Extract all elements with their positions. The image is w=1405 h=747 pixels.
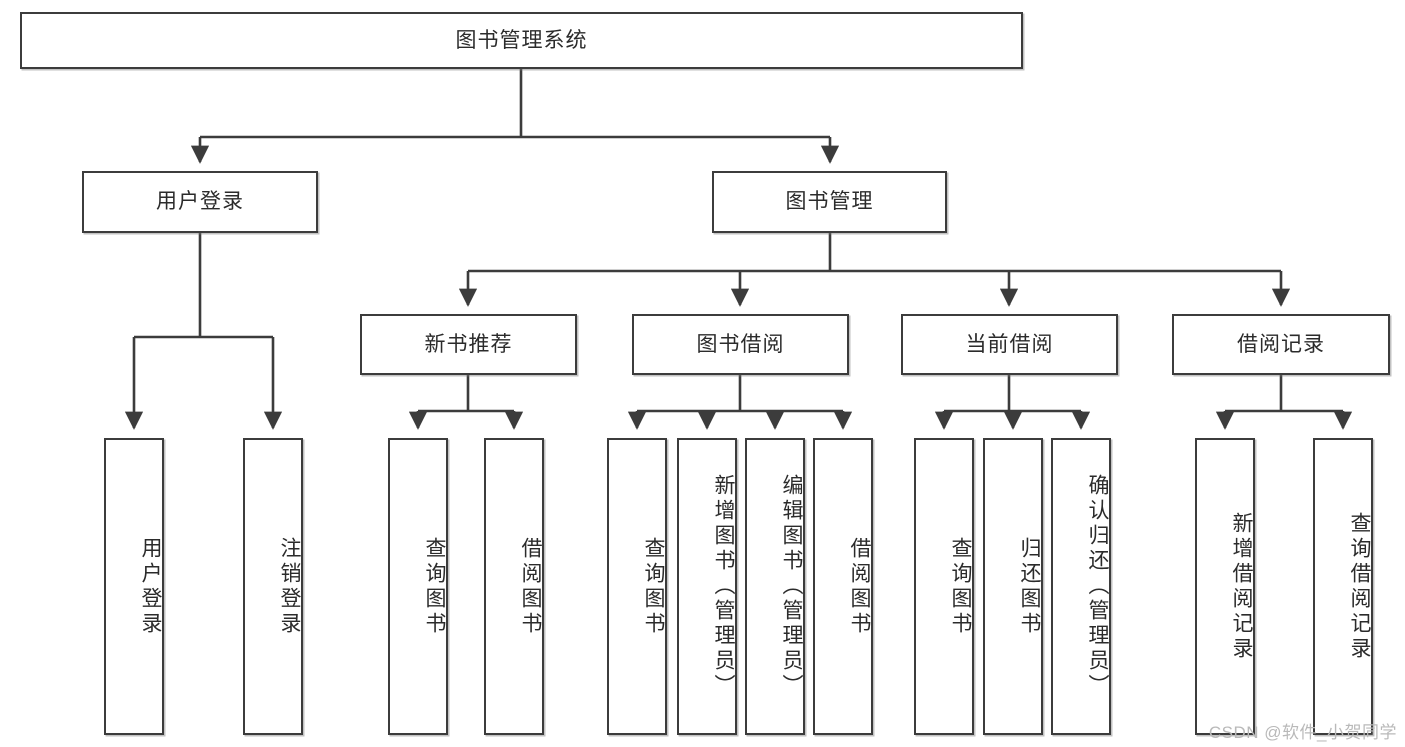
node-leaf-4[interactable]: 借阅图书 bbox=[484, 438, 544, 735]
node-leaf-10[interactable]: 归还图书 bbox=[983, 438, 1043, 735]
node-leaf-12[interactable]: 新增借阅记录 bbox=[1195, 438, 1255, 735]
node-leaf-9-label: 查询图书 bbox=[949, 536, 972, 637]
node-leaf-12-label: 新增借阅记录 bbox=[1230, 511, 1253, 662]
node-leaf-10-label: 归还图书 bbox=[1018, 536, 1041, 637]
node-leaf-5[interactable]: 查询图书 bbox=[607, 438, 667, 735]
node-level3-3-label: 当前借阅 bbox=[965, 332, 1054, 356]
node-level3-1[interactable]: 新书推荐 bbox=[360, 314, 577, 375]
node-leaf-1-label: 用户登录 bbox=[139, 536, 162, 637]
node-leaf-2-label: 注销登录 bbox=[278, 536, 301, 637]
node-level3-3[interactable]: 当前借阅 bbox=[901, 314, 1118, 375]
node-leaf-3-label: 查询图书 bbox=[423, 536, 446, 637]
node-leaf-9[interactable]: 查询图书 bbox=[914, 438, 974, 735]
node-leaf-5-label: 查询图书 bbox=[642, 536, 665, 637]
node-leaf-1[interactable]: 用户登录 bbox=[104, 438, 164, 735]
node-level3-1-label: 新书推荐 bbox=[424, 332, 513, 356]
node-leaf-3[interactable]: 查询图书 bbox=[388, 438, 448, 735]
node-leaf-7-label: 编辑图书（管理员） bbox=[780, 474, 803, 699]
node-leaf-8[interactable]: 借阅图书 bbox=[813, 438, 873, 735]
node-level3-2-label: 图书借阅 bbox=[696, 332, 785, 356]
node-level2-1[interactable]: 用户登录 bbox=[82, 171, 318, 233]
node-leaf-6[interactable]: 新增图书（管理员） bbox=[677, 438, 737, 735]
node-leaf-2[interactable]: 注销登录 bbox=[243, 438, 303, 735]
watermark: CSDN @软件_小贺同学 bbox=[1208, 723, 1397, 742]
node-level2-2-label: 图书管理 bbox=[785, 190, 874, 214]
node-level2-2[interactable]: 图书管理 bbox=[712, 171, 947, 233]
node-level2-1-label: 用户登录 bbox=[156, 190, 244, 214]
node-leaf-7[interactable]: 编辑图书（管理员） bbox=[745, 438, 805, 735]
node-leaf-11-label: 确认归还（管理员） bbox=[1086, 474, 1109, 699]
node-root-label: 图书管理系统 bbox=[455, 28, 588, 52]
node-leaf-8-label: 借阅图书 bbox=[848, 536, 871, 637]
node-level3-4[interactable]: 借阅记录 bbox=[1172, 314, 1390, 375]
node-leaf-4-label: 借阅图书 bbox=[519, 536, 542, 637]
node-leaf-6-label: 新增图书（管理员） bbox=[712, 474, 735, 699]
node-root[interactable]: 图书管理系统 bbox=[20, 12, 1023, 69]
node-level3-2[interactable]: 图书借阅 bbox=[632, 314, 849, 375]
node-leaf-13[interactable]: 查询借阅记录 bbox=[1313, 438, 1373, 735]
node-level3-4-label: 借阅记录 bbox=[1237, 332, 1325, 356]
node-leaf-13-label: 查询借阅记录 bbox=[1348, 511, 1371, 662]
node-leaf-11[interactable]: 确认归还（管理员） bbox=[1051, 438, 1111, 735]
